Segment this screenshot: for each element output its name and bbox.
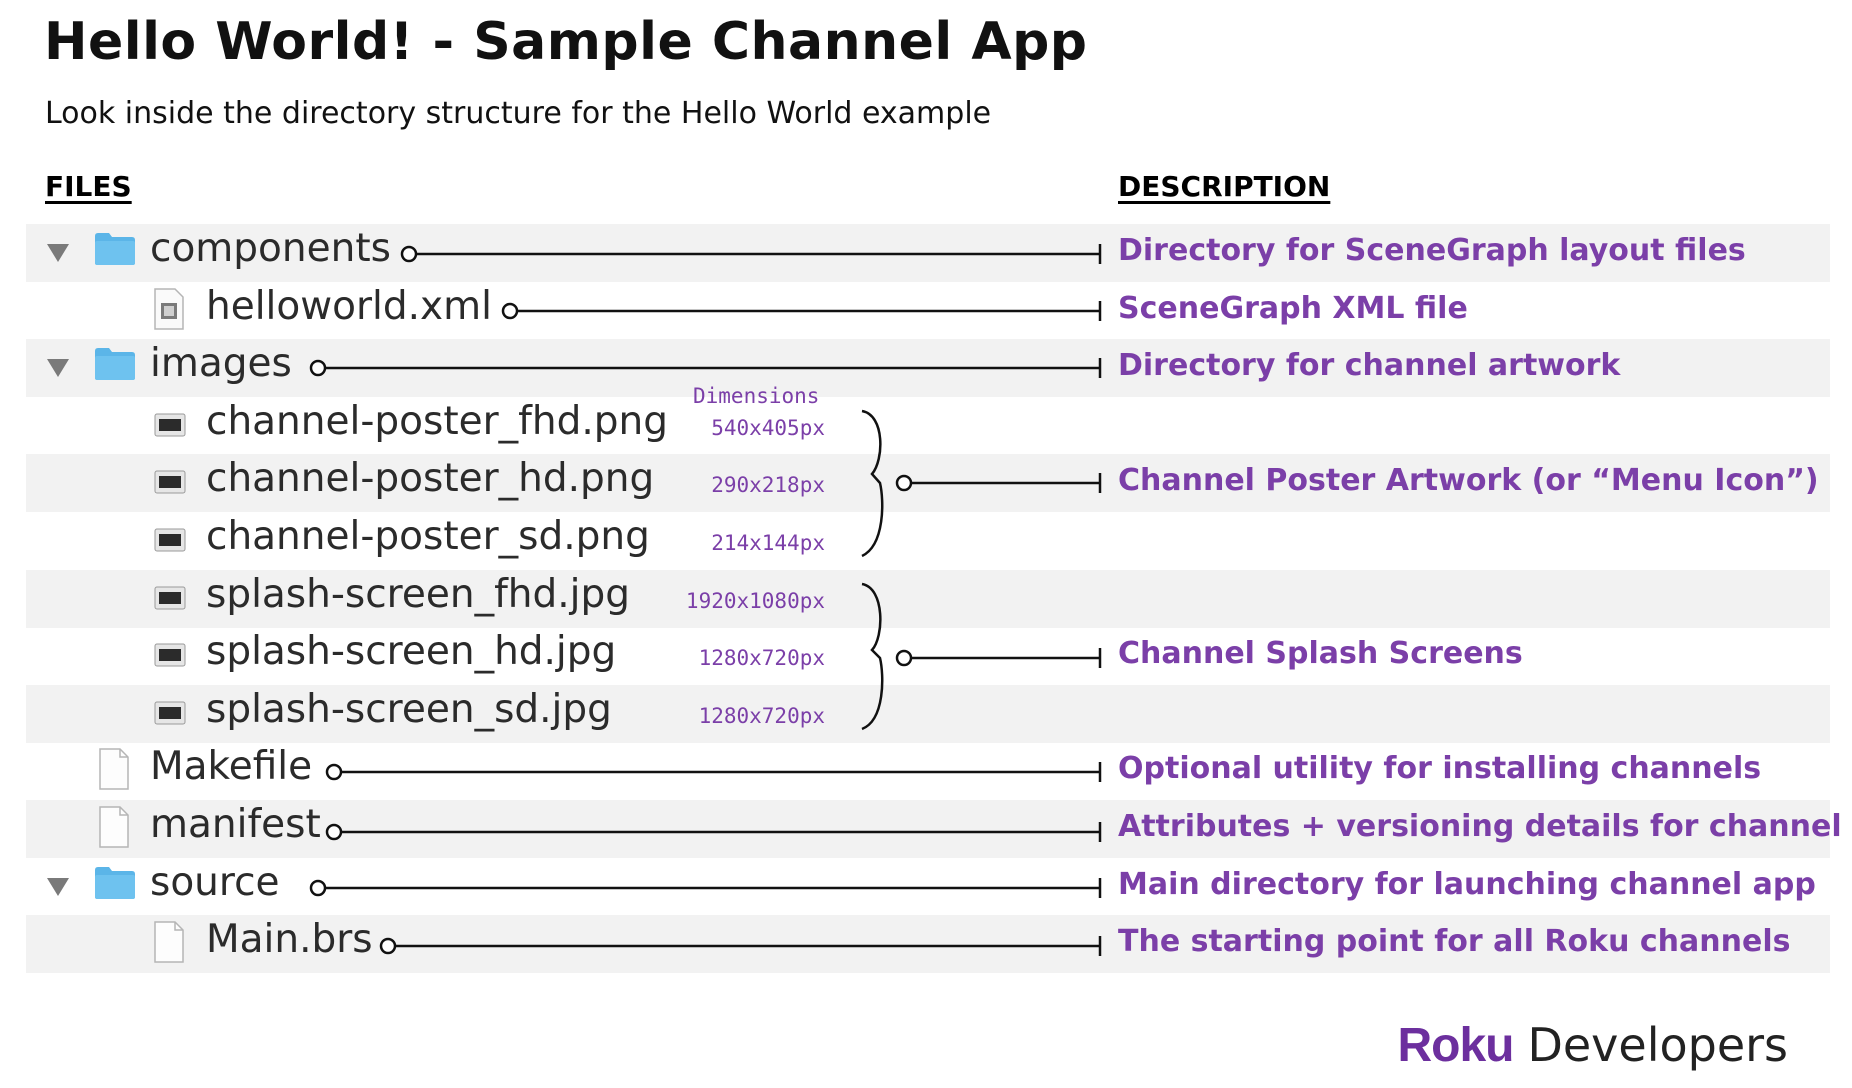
tree-row-splash-screen-fhd[interactable]: splash-screen_fhd.jpg 1920x1080px	[0, 570, 1852, 628]
xml-file-icon	[154, 288, 184, 330]
row-band	[26, 915, 1830, 973]
file-name: manifest	[150, 802, 321, 847]
image-dimensions: 1920x1080px	[685, 589, 825, 613]
document-icon	[154, 921, 184, 963]
file-name: images	[150, 341, 292, 386]
group-description: Channel Splash Screens	[1118, 636, 1523, 671]
disclosure-triangle-icon[interactable]	[47, 244, 69, 262]
file-description: Attributes + versioning details for chan…	[1118, 809, 1842, 844]
tree-row-channel-poster-fhd[interactable]: channel-poster_fhd.png 540x405px	[0, 397, 1852, 455]
image-file-icon	[154, 470, 186, 494]
dimensions-header: Dimensions	[693, 384, 820, 408]
image-dimensions: 214x144px	[711, 531, 825, 555]
file-name: splash-screen_fhd.jpg	[206, 572, 631, 617]
developers-label: Developers	[1527, 1018, 1788, 1072]
file-name: splash-screen_hd.jpg	[206, 629, 617, 674]
file-name: components	[150, 226, 391, 271]
document-icon	[99, 806, 129, 848]
image-file-icon	[154, 643, 186, 667]
document-icon	[99, 748, 129, 790]
tree-row-manifest[interactable]: manifest Attributes + versioning details…	[0, 800, 1852, 858]
disclosure-triangle-icon[interactable]	[47, 359, 69, 377]
file-name: Makefile	[150, 744, 313, 789]
image-file-icon	[154, 528, 186, 552]
tree-row-channel-poster-sd[interactable]: channel-poster_sd.png 214x144px	[0, 512, 1852, 570]
tree-row-components[interactable]: components Directory for SceneGraph layo…	[0, 224, 1852, 282]
folder-icon	[95, 233, 135, 265]
row-band	[26, 685, 1830, 743]
folder-icon	[95, 867, 135, 899]
page-subtitle: Look inside the directory structure for …	[45, 96, 992, 131]
image-dimensions: 1280x720px	[698, 704, 825, 728]
folder-icon	[95, 348, 135, 380]
description-column-header: DESCRIPTION	[1118, 170, 1331, 203]
file-name: channel-poster_fhd.png	[206, 399, 668, 444]
tree-row-images[interactable]: images Directory for channel artwork	[0, 339, 1852, 397]
image-file-icon	[154, 586, 186, 610]
file-name: Main.brs	[206, 917, 373, 962]
file-description: SceneGraph XML file	[1118, 291, 1468, 326]
file-name: channel-poster_sd.png	[206, 514, 650, 559]
file-name: source	[150, 860, 280, 905]
tree-row-makefile[interactable]: Makefile Optional utility for installing…	[0, 742, 1852, 800]
tree-row-splash-screen-sd[interactable]: splash-screen_sd.jpg 1280x720px	[0, 685, 1852, 743]
disclosure-triangle-icon[interactable]	[47, 878, 69, 896]
roku-logo: Roku	[1397, 1019, 1514, 1072]
file-description: The starting point for all Roku channels	[1118, 924, 1791, 959]
image-dimensions: 290x218px	[711, 473, 825, 497]
tree-row-source[interactable]: source Main directory for launching chan…	[0, 858, 1852, 916]
file-name: helloworld.xml	[206, 284, 492, 329]
page-title: Hello World! - Sample Channel App	[44, 12, 1088, 72]
group-description: Channel Poster Artwork (or “Menu Icon”)	[1118, 463, 1819, 498]
tree-row-splash-screen-hd[interactable]: splash-screen_hd.jpg 1280x720px Channel …	[0, 627, 1852, 685]
file-description: Main directory for launching channel app	[1118, 867, 1816, 902]
tree-row-channel-poster-hd[interactable]: channel-poster_hd.png 290x218px Channel …	[0, 454, 1852, 512]
file-name: channel-poster_hd.png	[206, 456, 655, 501]
image-dimensions: 1280x720px	[698, 646, 825, 670]
tree-row-helloworld-xml[interactable]: helloworld.xml SceneGraph XML file	[0, 282, 1852, 340]
file-description: Optional utility for installing channels	[1118, 751, 1762, 786]
image-dimensions: 540x405px	[711, 416, 825, 440]
file-description: Directory for channel artwork	[1118, 348, 1621, 383]
files-column-header: FILES	[45, 170, 132, 203]
file-description: Directory for SceneGraph layout files	[1118, 233, 1746, 268]
tree-row-main-brs[interactable]: Main.brs The starting point for all Roku…	[0, 915, 1852, 973]
row-band	[26, 570, 1830, 628]
image-file-icon	[154, 701, 186, 725]
image-file-icon	[154, 413, 186, 437]
file-name: splash-screen_sd.jpg	[206, 687, 612, 732]
